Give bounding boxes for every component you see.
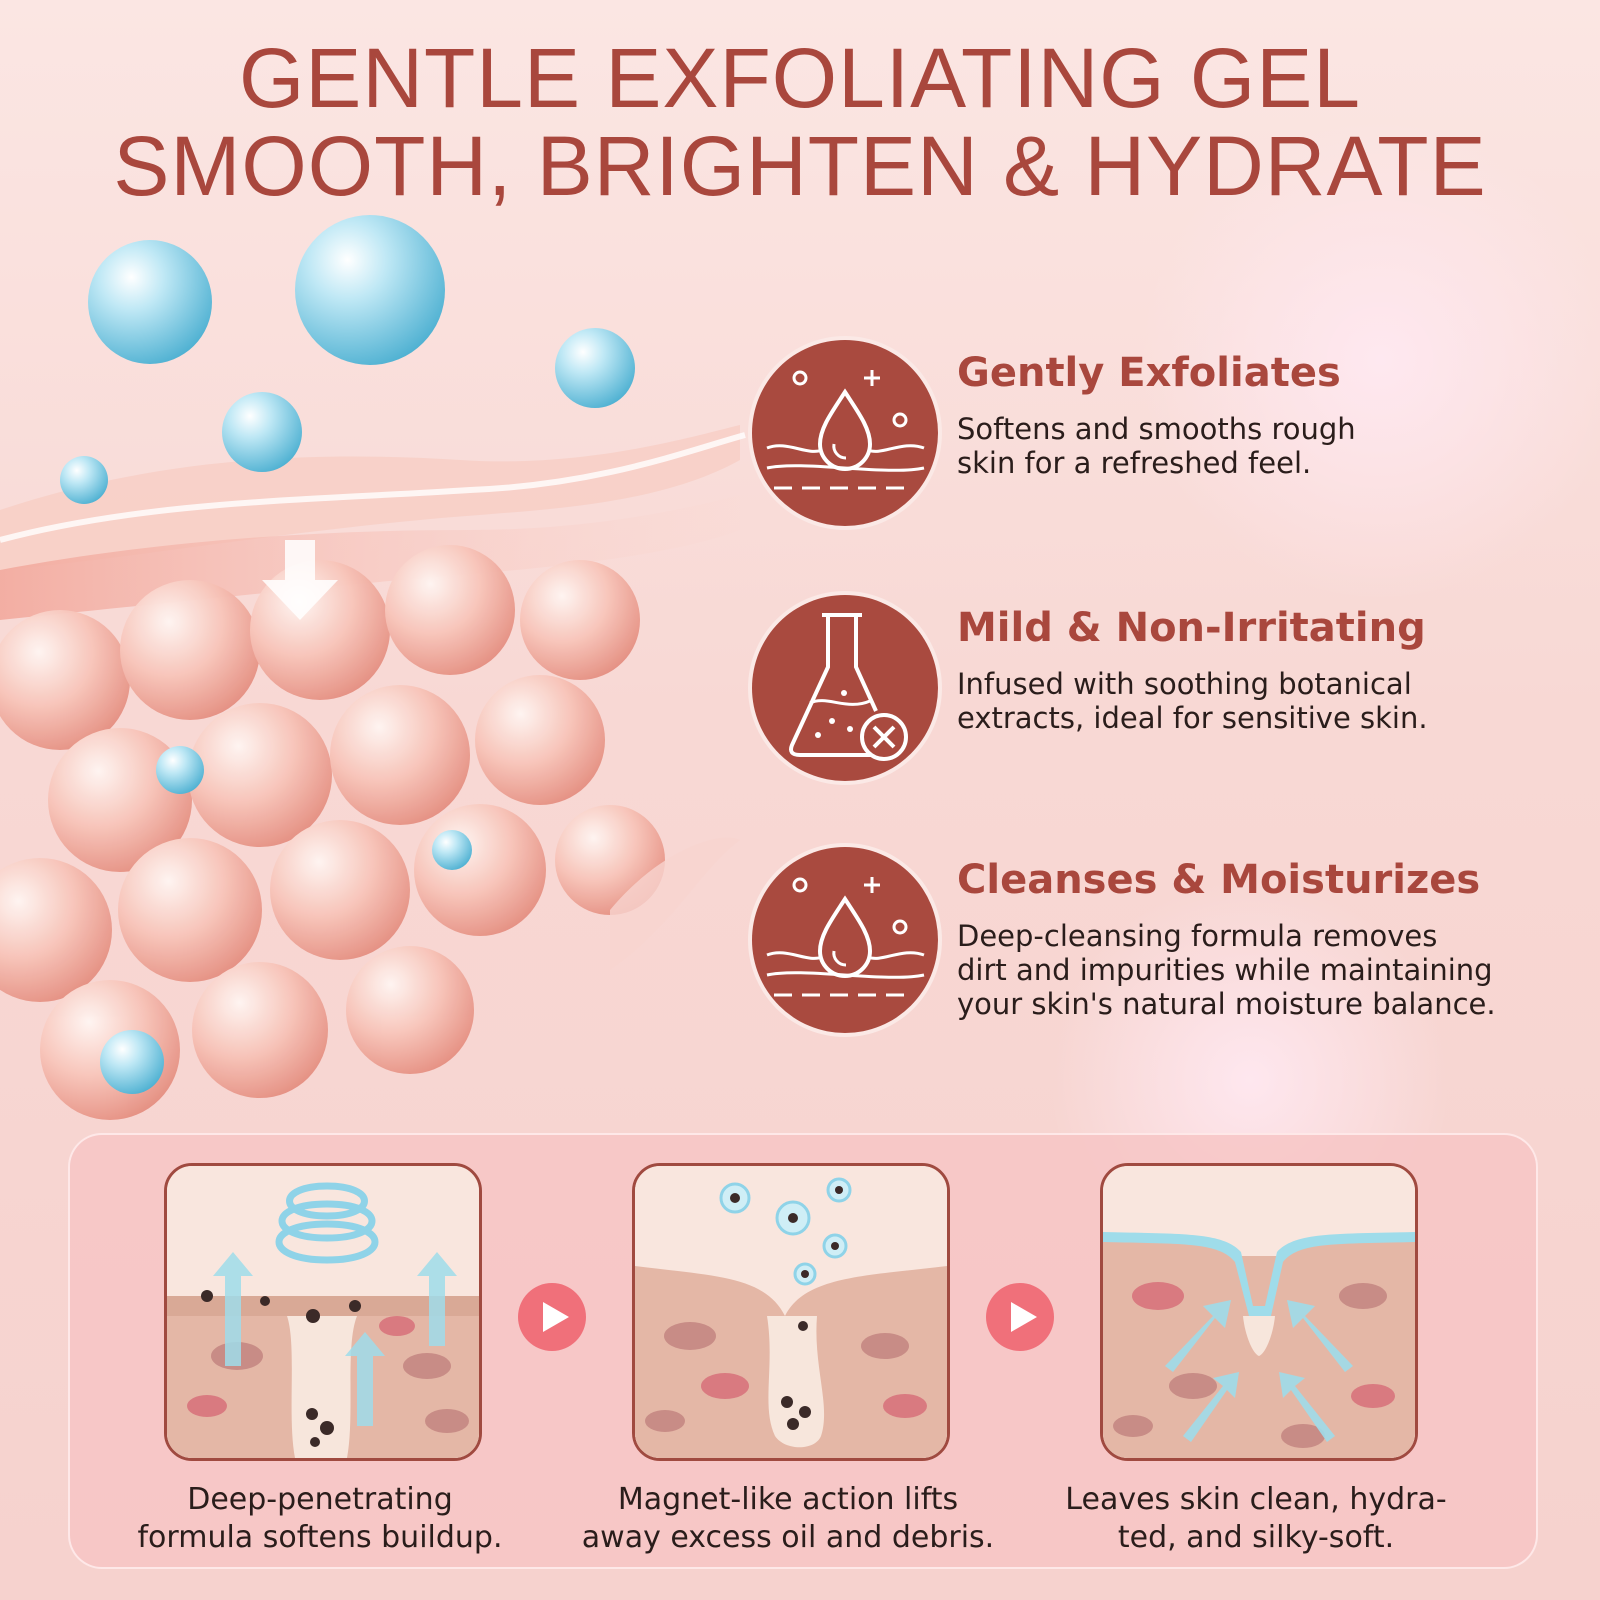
feature-desc-line: Deep-cleansing formula removes xyxy=(957,919,1438,953)
title-line-2: SMOOTH, BRIGHTEN & HYDRATE xyxy=(113,119,1487,213)
feature-heading: Mild & Non-Irritating xyxy=(957,605,1426,651)
pore-hydration-illustration xyxy=(1100,1163,1418,1461)
feature-desc-line: Infused with soothing botanical xyxy=(957,667,1412,701)
page-title: GENTLE EXFOLIATING GEL SMOOTH, BRIGHTEN … xyxy=(0,34,1600,210)
title-line-1: GENTLE EXFOLIATING GEL xyxy=(238,31,1362,125)
feature-desc-line: skin for a refreshed feel. xyxy=(957,446,1312,480)
feature-desc-line: extracts, ideal for sensitive skin. xyxy=(957,701,1428,735)
next-step-arrow-icon xyxy=(518,1283,586,1351)
feature-desc-line: dirt and impurities while maintaining xyxy=(957,953,1493,987)
pore-penetration-illustration xyxy=(164,1163,482,1461)
caption-line: formula softens buildup. xyxy=(137,1520,503,1555)
process-steps-panel: Deep-penetrating formula softens buildup… xyxy=(68,1133,1538,1569)
feature-heading: Gently Exfoliates xyxy=(957,350,1341,396)
step-caption: Magnet-like action lifts away excess oil… xyxy=(578,1481,998,1557)
next-step-arrow-icon xyxy=(986,1283,1054,1351)
feature-description: Infused with soothing botanical extracts… xyxy=(957,667,1517,735)
feature-heading: Cleanses & Moisturizes xyxy=(957,857,1481,903)
feature-gently-exfoliates: Gently Exfoliates Softens and smooths ro… xyxy=(752,340,1572,530)
feature-description: Deep-cleansing formula removes dirt and … xyxy=(957,919,1517,1021)
step-caption: Leaves skin clean, hydra- ted, and silky… xyxy=(1046,1481,1466,1557)
flask-no-icon xyxy=(752,595,938,781)
caption-line: Deep-penetrating xyxy=(187,1482,453,1517)
caption-line: Leaves skin clean, hydra- xyxy=(1065,1482,1447,1517)
caption-line: ted, and silky-soft. xyxy=(1117,1520,1395,1555)
gel-skin-layer-illustration xyxy=(0,215,746,1120)
feature-mild-non-irritating: Mild & Non-Irritating Infused with sooth… xyxy=(752,595,1572,785)
caption-line: Magnet-like action lifts xyxy=(617,1482,959,1517)
pore-extraction-illustration xyxy=(632,1163,950,1461)
feature-description: Softens and smooths rough skin for a ref… xyxy=(957,412,1517,480)
caption-line: away excess oil and debris. xyxy=(581,1520,995,1555)
droplet-skin-icon xyxy=(752,340,938,526)
feature-desc-line: Softens and smooths rough xyxy=(957,412,1356,446)
feature-cleanses-moisturizes: Cleanses & Moisturizes Deep-cleansing fo… xyxy=(752,847,1572,1037)
step-caption: Deep-penetrating formula softens buildup… xyxy=(110,1481,530,1557)
feature-desc-line: your skin's natural moisture balance. xyxy=(957,987,1496,1021)
droplet-skin-icon xyxy=(752,847,938,1033)
